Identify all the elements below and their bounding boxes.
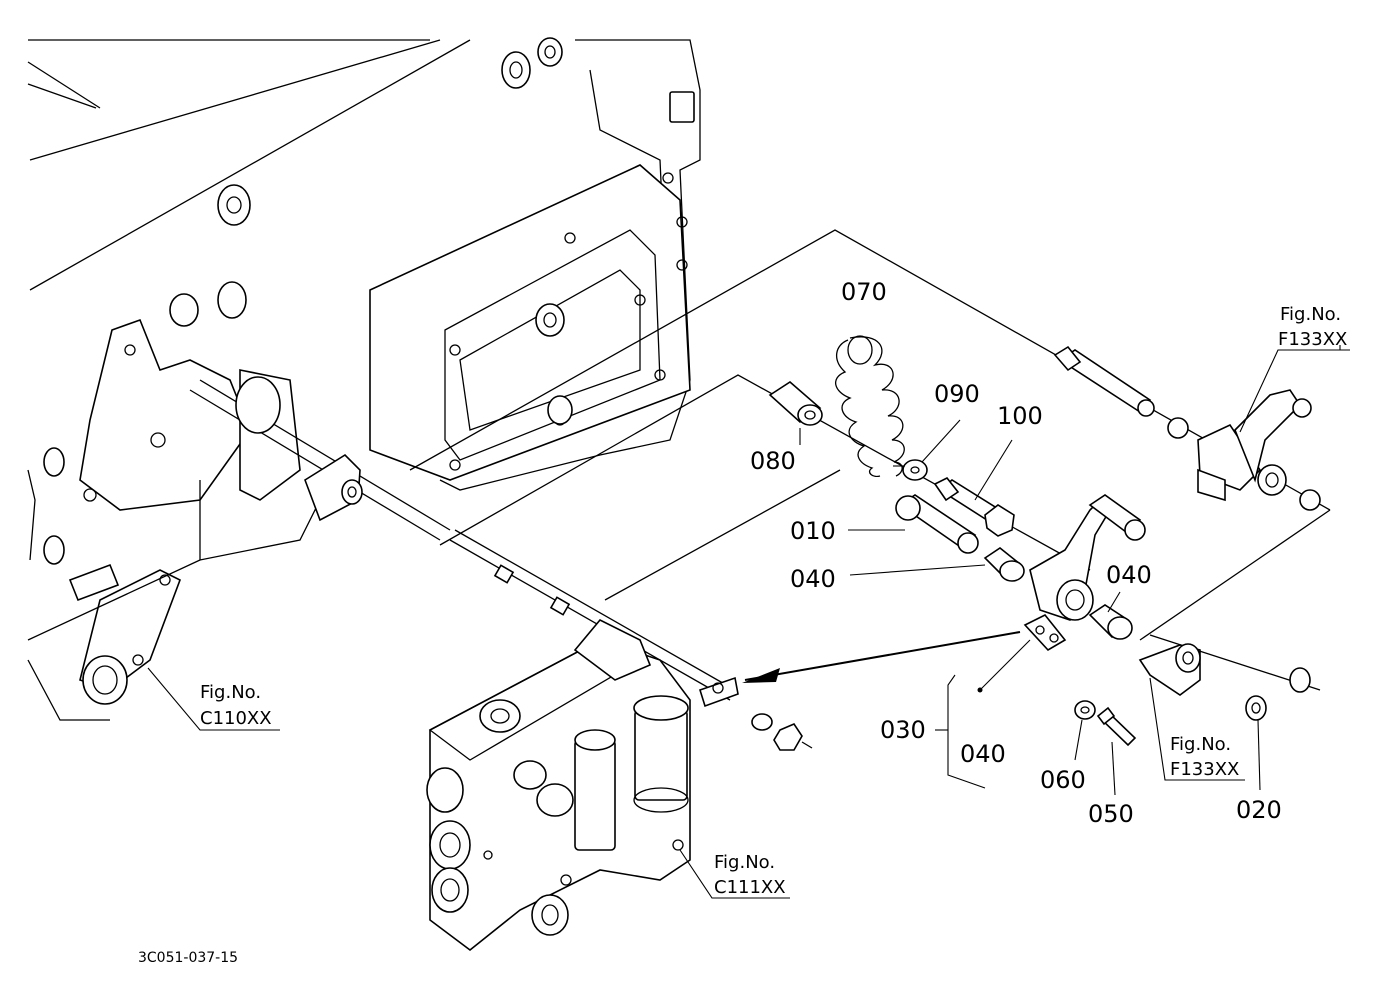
- label-070: 070: [841, 278, 887, 306]
- ref-c110-label: Fig.No.: [200, 682, 261, 703]
- label-060: 060: [1040, 766, 1086, 794]
- control-valve-assembly: [426, 529, 813, 952]
- assembly-arrow: [742, 631, 1021, 683]
- label-050: 050: [1088, 800, 1134, 828]
- part-020-snap-ring: [1245, 667, 1311, 721]
- part-labels: 070 090 100 080 010 040 040 030 040 060 …: [750, 278, 1282, 828]
- part-090-washer: [902, 459, 928, 481]
- ref-f133-top-code: F133XX: [1278, 329, 1347, 350]
- label-040-sub: 040: [960, 740, 1006, 768]
- part-060-washer: [1074, 700, 1096, 720]
- part-040-bushing-right: [1088, 604, 1133, 640]
- part-010-pin: [895, 494, 979, 554]
- ref-f133-bottom-code: F133XX: [1170, 759, 1239, 780]
- leader-lines: [147, 345, 1350, 899]
- figure-references: Fig.No. F133XX Fig.No. F133XX Fig.No. C1…: [200, 304, 1347, 898]
- drawing-code: 3C051-037-15: [138, 950, 238, 966]
- ref-f133-top-label: Fig.No.: [1280, 304, 1341, 325]
- label-010: 010: [790, 517, 836, 545]
- label-100: 100: [997, 402, 1043, 430]
- label-020: 020: [1236, 796, 1282, 824]
- label-030: 030: [880, 716, 926, 744]
- bracket: [1138, 643, 1201, 696]
- label-040-left: 040: [790, 565, 836, 593]
- part-050-pin: [1096, 706, 1137, 747]
- label-080: 080: [750, 447, 796, 475]
- control-lever: [1023, 494, 1146, 652]
- part-070-spring: [835, 335, 905, 478]
- transmission-housing: [27, 37, 701, 721]
- label-090: 090: [934, 380, 980, 408]
- ref-c111-code: C111XX: [714, 877, 786, 898]
- part-080-spacer: [768, 381, 823, 426]
- part-040-bushing-left: [983, 547, 1025, 582]
- ref-c111-label: Fig.No.: [714, 852, 775, 873]
- ref-c110-code: C110XX: [200, 708, 272, 729]
- label-040-right: 040: [1106, 561, 1152, 589]
- exploded-parts: [768, 335, 1321, 747]
- part-100-bolt: [933, 476, 1015, 537]
- upper-linkage: [1053, 345, 1321, 511]
- ref-f133-bottom-label: Fig.No.: [1170, 734, 1231, 755]
